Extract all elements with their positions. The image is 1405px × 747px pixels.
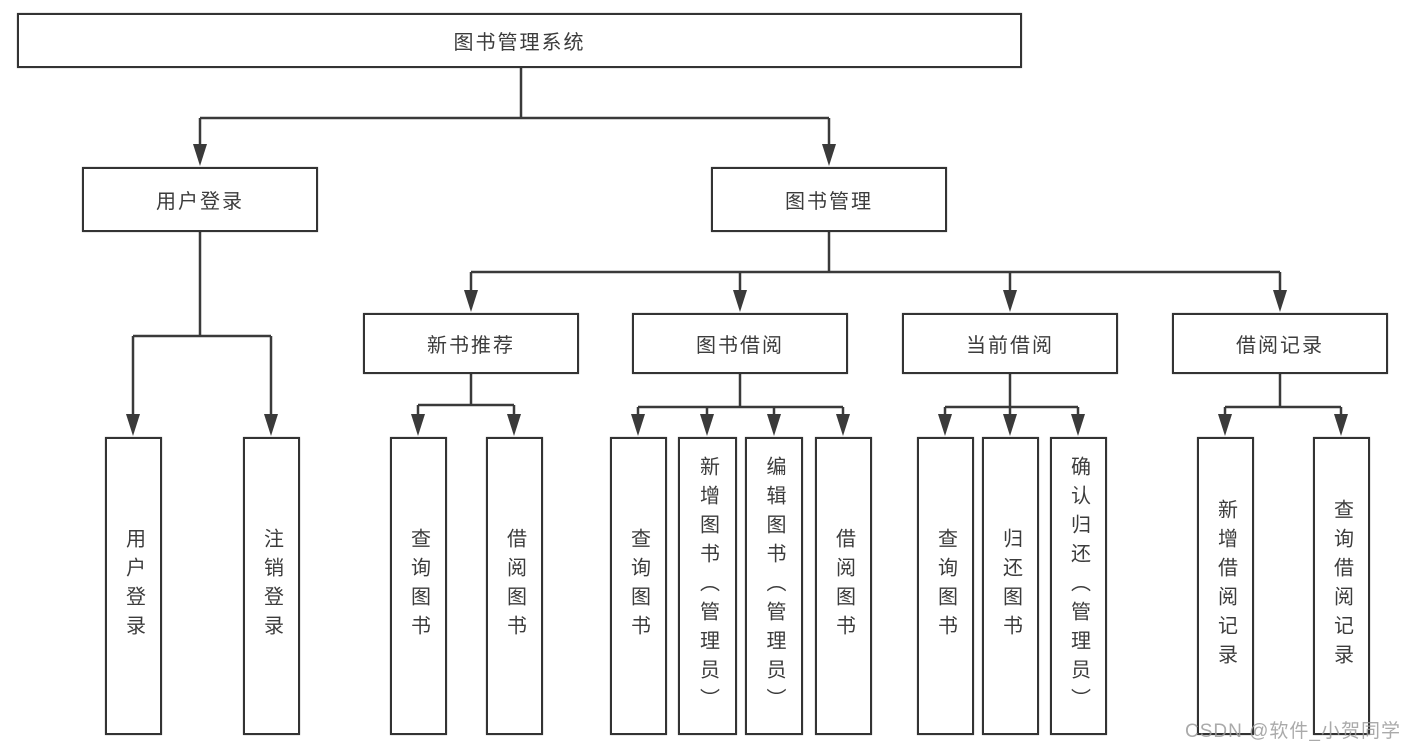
leaf-logout-login: 注销登录 <box>243 437 300 735</box>
leaf-recommend-query-books-label: 查询图书 <box>407 528 430 644</box>
arrowheads <box>126 144 1348 436</box>
node-book-borrowing: 图书借阅 <box>632 313 848 374</box>
node-borrowing-records: 借阅记录 <box>1172 313 1388 374</box>
leaf-records-query-record-label: 查询借阅记录 <box>1330 499 1353 673</box>
leaf-borrow-edit-books-admin-label: 编辑图书（管理员） <box>763 455 785 717</box>
leaf-borrow-borrow-books-label: 借阅图书 <box>832 528 855 644</box>
leaf-borrow-query-books-label: 查询图书 <box>627 528 650 644</box>
leaf-recommend-query-books: 查询图书 <box>390 437 447 735</box>
leaf-records-add-record: 新增借阅记录 <box>1197 437 1254 735</box>
node-user-login: 用户登录 <box>82 167 318 232</box>
leaf-borrow-query-books: 查询图书 <box>610 437 667 735</box>
leaf-current-confirm-return-admin-label: 确认归还（管理员） <box>1067 455 1090 717</box>
leaf-records-query-record: 查询借阅记录 <box>1313 437 1370 735</box>
leaf-current-query-books: 查询图书 <box>917 437 974 735</box>
leaf-user-login: 用户登录 <box>105 437 162 735</box>
leaf-current-return-books: 归还图书 <box>982 437 1039 735</box>
csdn-watermark: CSDN @软件_小贺同学 <box>1185 721 1401 742</box>
leaf-user-login-label: 用户登录 <box>122 528 145 644</box>
node-current-borrowing-label: 当前借阅 <box>966 335 1054 357</box>
node-new-book-recommendation: 新书推荐 <box>363 313 579 374</box>
leaf-current-query-books-label: 查询图书 <box>934 528 957 644</box>
node-library-system-label: 图书管理系统 <box>453 32 586 54</box>
leaf-recommend-borrow-books: 借阅图书 <box>486 437 543 735</box>
node-book-management-label: 图书管理 <box>785 191 873 213</box>
node-current-borrowing: 当前借阅 <box>902 313 1118 374</box>
leaf-borrow-edit-books-admin: 编辑图书（管理员） <box>745 437 803 735</box>
node-book-management: 图书管理 <box>711 167 947 232</box>
leaf-records-add-record-label: 新增借阅记录 <box>1214 499 1237 673</box>
node-new-book-recommendation-label: 新书推荐 <box>427 335 515 357</box>
leaf-logout-login-label: 注销登录 <box>260 528 283 644</box>
leaf-recommend-borrow-books-label: 借阅图书 <box>503 528 526 644</box>
leaf-current-confirm-return-admin: 确认归还（管理员） <box>1050 437 1107 735</box>
leaf-borrow-add-books-admin-label: 新增图书（管理员） <box>696 455 719 717</box>
node-book-borrowing-label: 图书借阅 <box>696 335 784 357</box>
leaf-current-return-books-label: 归还图书 <box>999 528 1022 644</box>
node-library-system: 图书管理系统 <box>17 13 1022 68</box>
node-borrowing-records-label: 借阅记录 <box>1236 335 1324 357</box>
leaf-borrow-borrow-books: 借阅图书 <box>815 437 872 735</box>
leaf-borrow-add-books-admin: 新增图书（管理员） <box>678 437 737 735</box>
node-user-login-label: 用户登录 <box>156 191 244 213</box>
